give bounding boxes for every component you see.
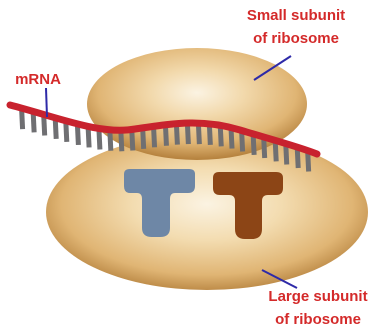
large-subunit-label-line1: Large subunit (268, 288, 367, 305)
small-subunit-label-line1: Small subunit (247, 7, 345, 24)
large-subunit-label-line2: of ribosome (275, 311, 361, 328)
small-subunit-label-line2: of ribosome (253, 30, 339, 47)
mrna-label: mRNA (15, 71, 61, 88)
mrna-pointer (46, 88, 47, 117)
